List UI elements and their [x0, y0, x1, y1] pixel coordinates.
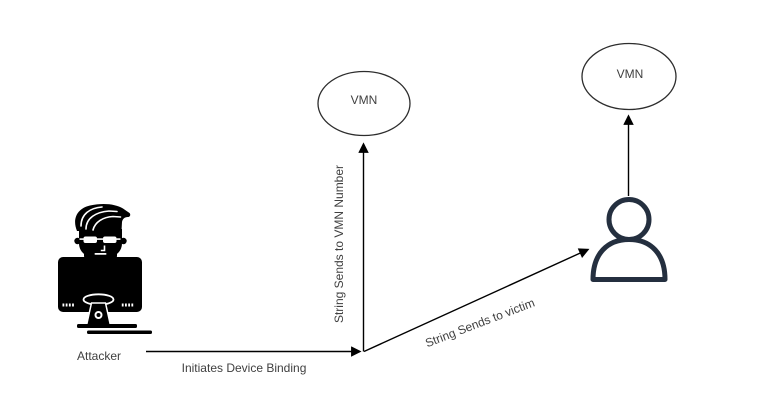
monitor-vents [62, 303, 134, 307]
glasses [79, 236, 121, 243]
edge-label-string-sends-to-vmn-number: String Sends to VMN Number [331, 164, 346, 324]
edge-label-initiates-device-binding: Initiates Device Binding [181, 360, 307, 375]
vmn-node-right [581, 42, 677, 111]
hacker-computer-icon [58, 203, 152, 334]
vmn-right-label: VMN [616, 66, 644, 81]
person-icon [590, 197, 668, 282]
cap-stripes [80, 206, 122, 231]
vmn-left-label: VMN [350, 92, 378, 107]
vmn-node-left [317, 70, 411, 137]
attacker-label: Attacker [76, 348, 122, 363]
edge-string-sends-to-victim [363, 248, 590, 353]
